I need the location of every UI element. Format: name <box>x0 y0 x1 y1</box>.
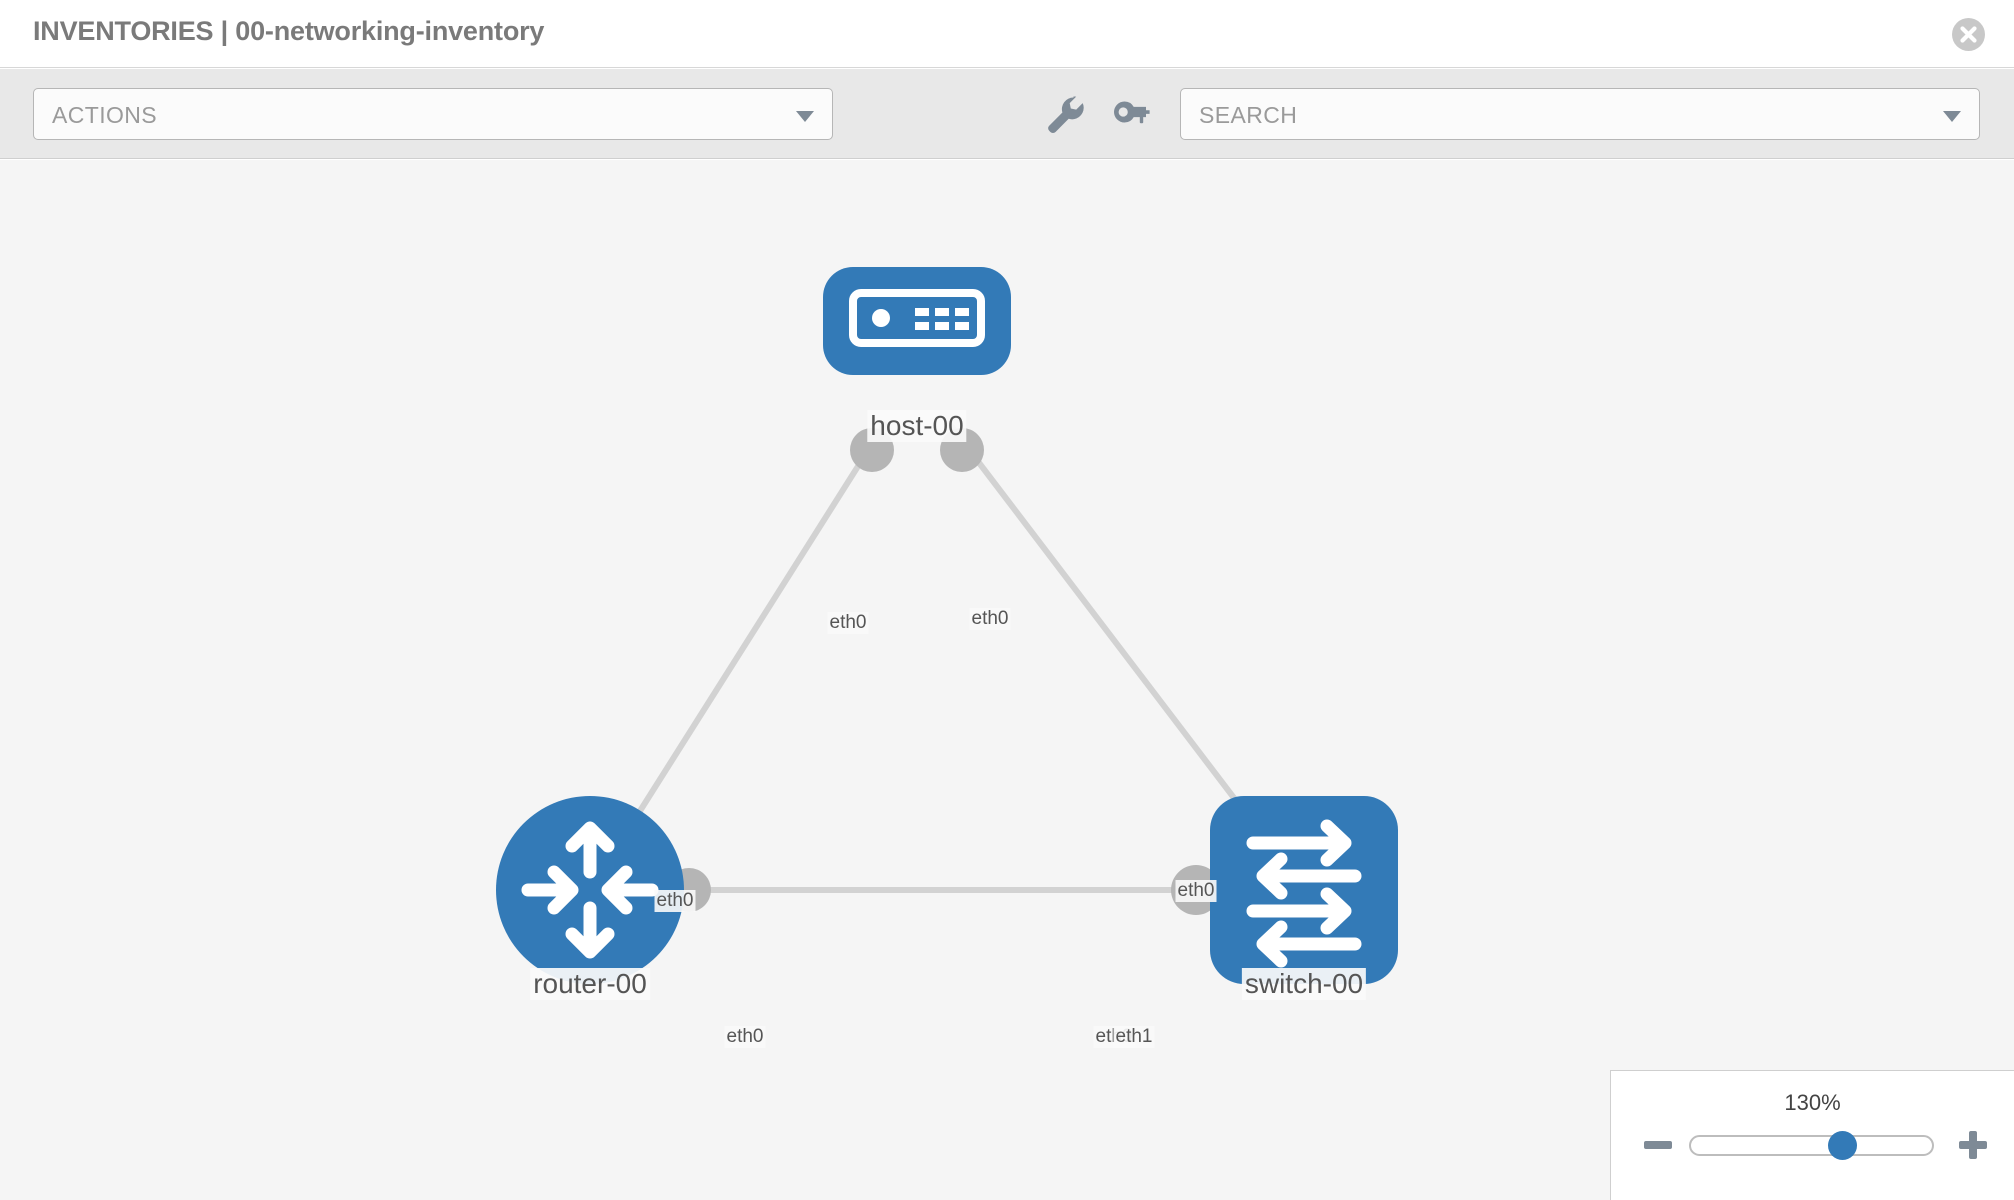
page-title: INVENTORIES | 00-networking-inventory <box>33 16 545 46</box>
close-icon[interactable] <box>1951 17 1986 52</box>
iface-label-host-eth0-right: eth0 <box>969 608 1011 630</box>
topology-canvas[interactable]: host-00 router-00 switch-00 eth0 eth0 et… <box>0 160 2014 1200</box>
search-input[interactable]: SEARCH <box>1199 102 1298 128</box>
node-label-router-00: router-00 <box>530 968 650 1000</box>
iface-label-router-eth0-uplink: eth0 <box>654 890 696 912</box>
node-switch-00-shape[interactable] <box>1210 796 1398 984</box>
topology-links <box>587 420 1307 893</box>
actions-dropdown-label: ACTIONS <box>52 102 158 128</box>
node-host-00[interactable] <box>823 267 1011 375</box>
iface-label-router-eth0-trunk: eth0 <box>724 1026 766 1048</box>
chevron-down-icon <box>796 111 814 122</box>
actions-dropdown[interactable]: ACTIONS <box>33 88 833 140</box>
search-dropdown[interactable]: SEARCH <box>1180 88 1980 140</box>
iface-label-switch-eth0-uplink: eth0 <box>1175 880 1217 902</box>
zoom-slider-thumb[interactable] <box>1828 1131 1858 1160</box>
node-router-00[interactable] <box>496 796 684 984</box>
server-icon <box>849 289 985 347</box>
zoom-slider-row <box>1611 1128 2014 1164</box>
node-router-00-shape[interactable] <box>496 796 684 984</box>
key-icon[interactable] <box>1108 91 1154 137</box>
topology-graph <box>496 267 1398 984</box>
switch-arrows-icon <box>1246 819 1362 968</box>
zoom-control-panel: 130% <box>1610 1070 2014 1200</box>
zoom-slider[interactable] <box>1689 1131 1934 1160</box>
router-arrows-icon <box>521 821 659 959</box>
minus-icon[interactable] <box>1641 1128 1675 1162</box>
node-label-switch-00: switch-00 <box>1241 968 1367 1000</box>
toolbar: ACTIONS SEARCH <box>0 69 2014 159</box>
node-switch-00[interactable] <box>1210 796 1398 984</box>
wrench-icon[interactable] <box>1040 91 1086 137</box>
node-label-host-00: host-00 <box>867 410 967 442</box>
zoom-percent-label: 130% <box>1784 1090 1841 1115</box>
iface-label-switch-eth1-trunk: eth1 <box>1113 1026 1155 1048</box>
page-header: INVENTORIES | 00-networking-inventory <box>0 0 2014 68</box>
iface-label-host-eth0-left: eth0 <box>827 612 869 634</box>
chevron-down-icon <box>1943 111 1961 122</box>
plus-icon[interactable] <box>1956 1128 1990 1162</box>
topology-connectors <box>667 428 1260 915</box>
